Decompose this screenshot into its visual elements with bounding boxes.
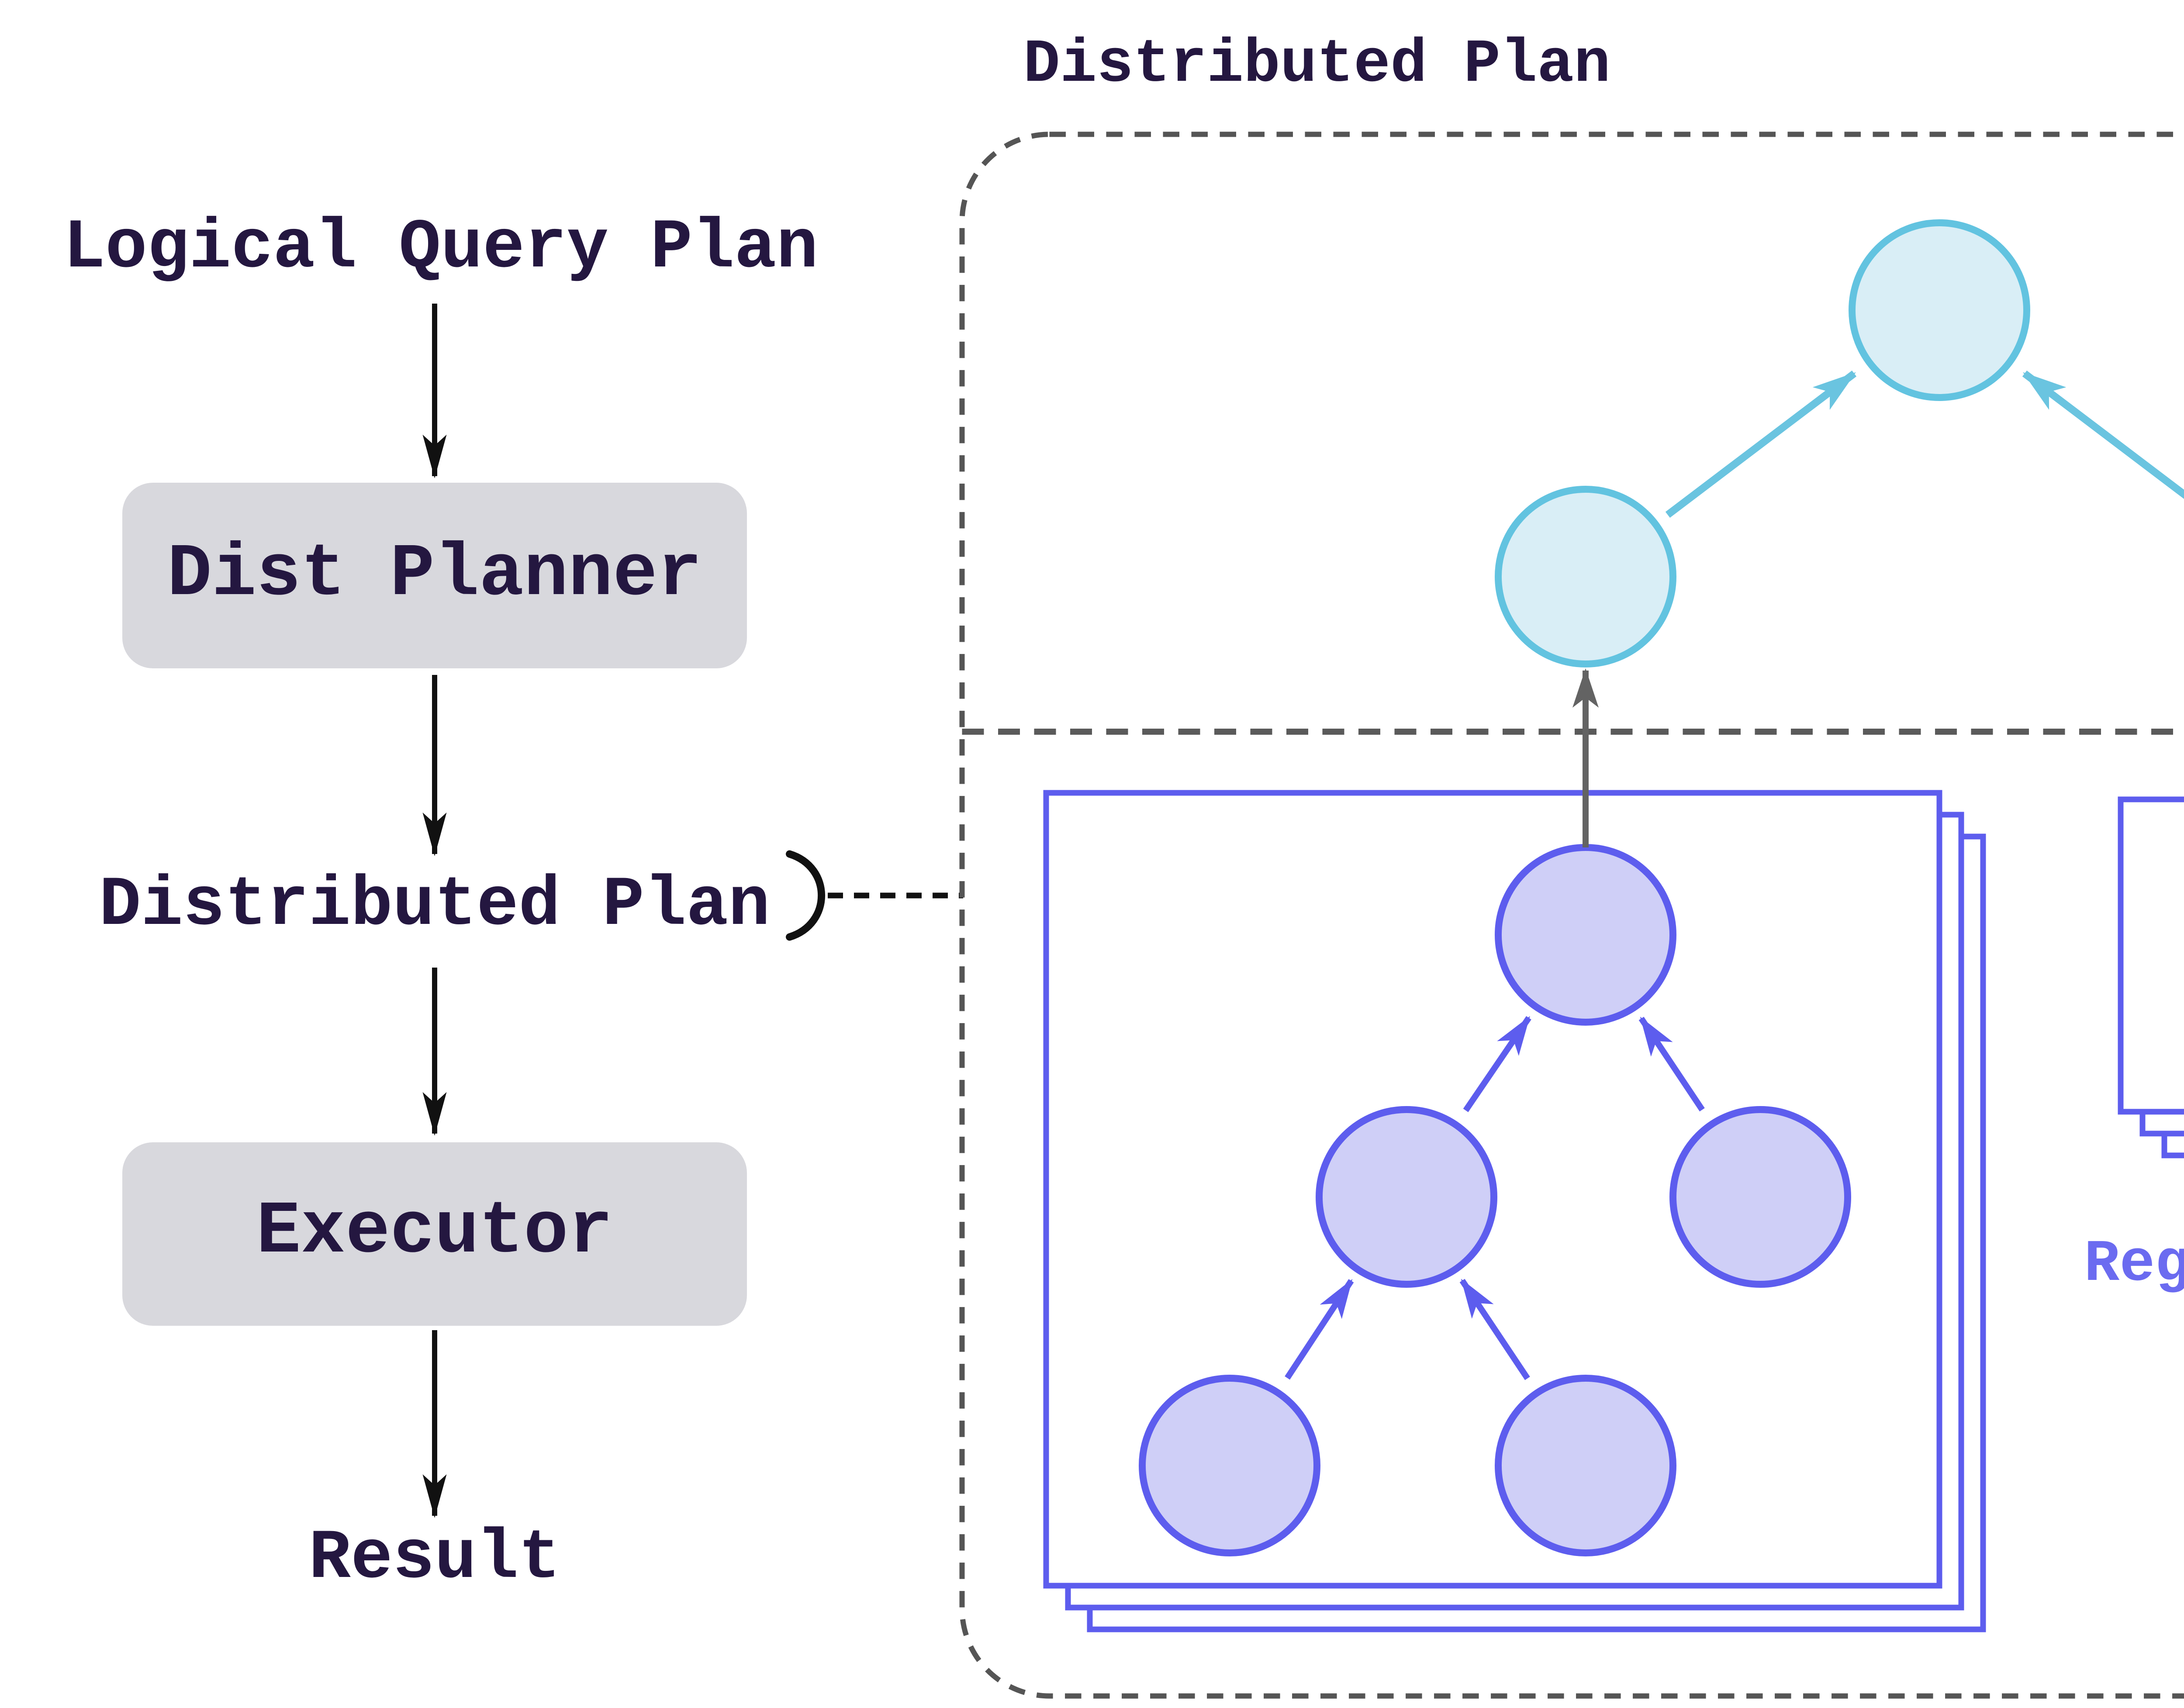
arrow-mid-right-to-root-icon [1638,1017,1705,1112]
arrow-mid-left-to-root-icon [1463,1016,1531,1112]
frontend-node-root [1849,219,2030,401]
region-stack-small [2118,796,2184,1158]
datanode-node-leaf-left [1139,1375,1320,1556]
distributed-plan-container-border [959,131,2184,1699]
logical-query-plan-label: Logical Query Plan [63,207,819,288]
result-label: Result [308,1518,561,1599]
arrow-frontend-left-icon [1665,370,1857,518]
dist-planner-box: Dist Planner [122,483,747,668]
arrow-leaf-right-to-mid-icon [1459,1279,1530,1380]
executor-box: Executor [122,1142,747,1326]
frontend-node-left [1495,486,1676,667]
arrow-leaf-left-to-mid-icon [1285,1279,1354,1380]
executor-label: Executor [256,1193,613,1276]
region-sheet-front [2118,796,2184,1115]
dist-planner-label: Dist Planner [167,534,702,617]
datanode-node-root [1495,844,1676,1026]
datanode-node-leaf-right [1495,1375,1676,1556]
regions-label: Regions [2084,1234,2184,1300]
datanode-node-mid-right [1669,1106,1851,1288]
plan-brace-icon [786,850,825,941]
arrow-frontend-right-icon [2022,370,2184,499]
distributed-plan-panel-title: Distributed Plan [1023,33,1611,100]
datanode-node-mid-left [1316,1106,1497,1288]
distributed-plan-label: Distributed Plan [99,865,771,946]
